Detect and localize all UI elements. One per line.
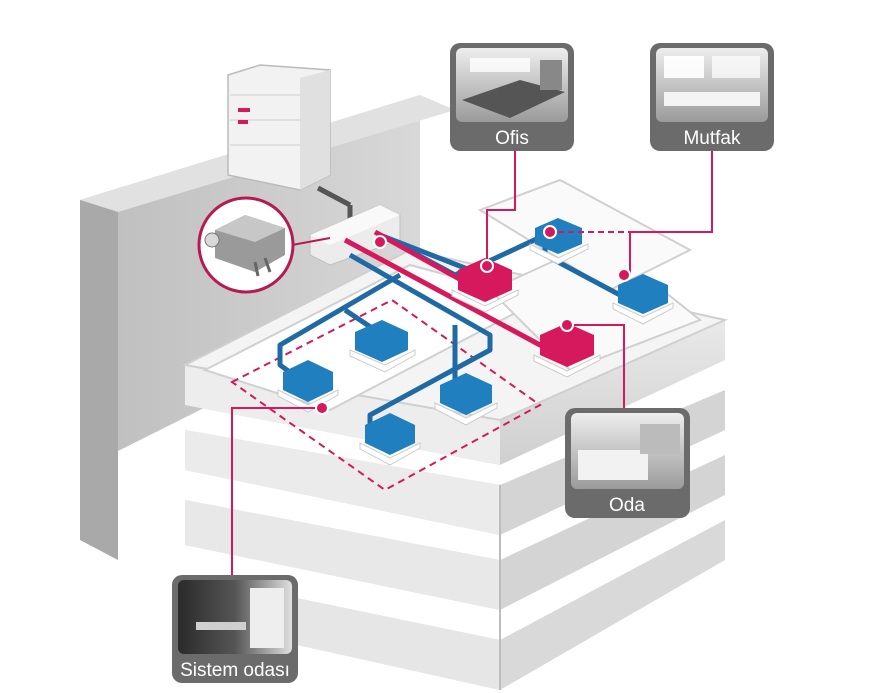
- label-card-system-room: Sistem odası: [172, 575, 298, 683]
- building-lower-floors: [185, 390, 725, 690]
- system-room-zone-outline: [230, 298, 542, 492]
- label-kitchen: Mutfak: [683, 128, 741, 149]
- cassette-indoor-unit-icon: [612, 274, 674, 325]
- label-card-kitchen: Mutfak: [650, 43, 774, 151]
- label-room: Oda: [609, 495, 645, 516]
- leader-lines: [231, 150, 713, 575]
- cassette-indoor-unit-icon: [359, 413, 421, 466]
- label-system-room: Sistem odası: [180, 660, 290, 681]
- label-card-room: Oda: [565, 408, 690, 518]
- cassette-indoor-unit-red: [533, 323, 601, 378]
- cassette-indoor-unit-red: [451, 258, 519, 313]
- label-office: Ofis: [495, 128, 529, 149]
- branch-controller-zoom: [197, 196, 331, 294]
- branch-controller-icon: [309, 204, 401, 266]
- label-card-office: Ofis: [450, 43, 574, 151]
- outdoor-unit-icon: [227, 64, 353, 225]
- leader-dots: [315, 225, 631, 415]
- cassette-indoor-unit-icon: [434, 373, 498, 426]
- cassette-indoor-unit-icon: [349, 320, 416, 373]
